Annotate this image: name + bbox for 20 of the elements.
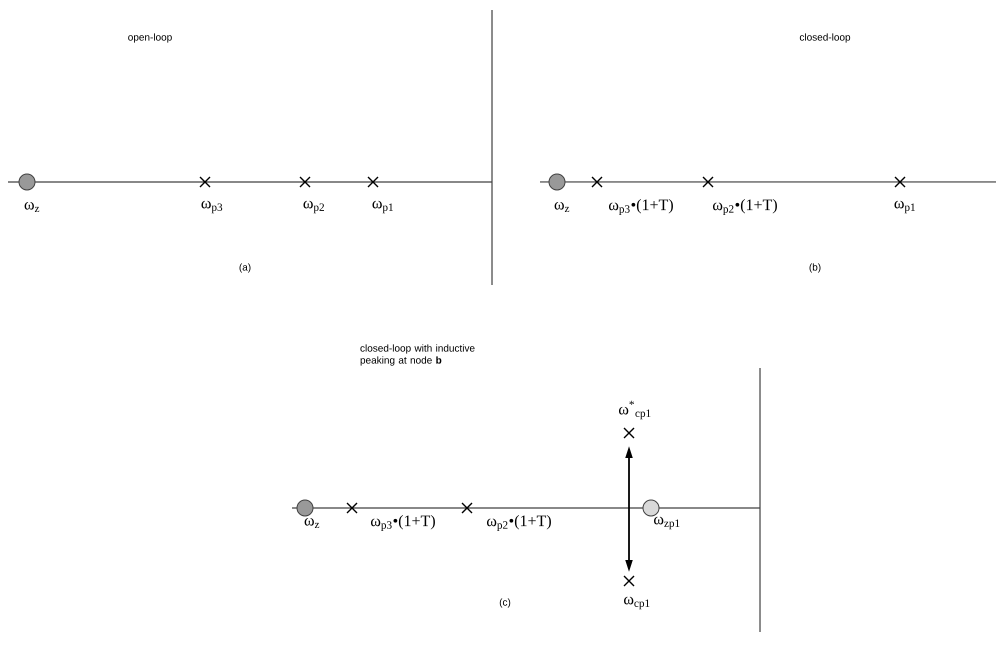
pole-label: ω$_{p3}$•(1+T) (371, 514, 435, 532)
pole-label: ω$_{p3}$•(1+T) (609, 198, 673, 216)
zero-label: ω$_{z}$ (24, 202, 40, 212)
panel-label: (b) (810, 263, 820, 273)
pole-label: ω$_{p1}$ (894, 200, 915, 214)
plot-title: open-loop (128, 33, 172, 43)
pole-label: ω$_{p1}$ (372, 200, 393, 214)
pole-label: ω$^{*}$cp1 (618, 400, 650, 420)
pole-label: ω$_{p2}$•(1+T) (487, 514, 551, 532)
pole-label: ω$_{p3}$ (202, 200, 222, 214)
plot-title: closed-loop (800, 33, 850, 43)
zero-label: ω$_{zp1}$ (654, 516, 680, 530)
panel-label: (c) (500, 598, 510, 608)
pole-label: ω$_{p2}$•(1+T) (713, 198, 777, 216)
zero-label: ω$_{z}$ (554, 202, 570, 212)
zero-label: ω$_{z}$ (304, 518, 320, 528)
plot-title: closed-loop with inductive peaking at node b (360, 344, 475, 366)
panel-label: (a) (240, 263, 250, 273)
pole-label: ω$_{p2}$ (304, 200, 324, 214)
pole-label: ω$_{cp1}$ (624, 596, 650, 610)
